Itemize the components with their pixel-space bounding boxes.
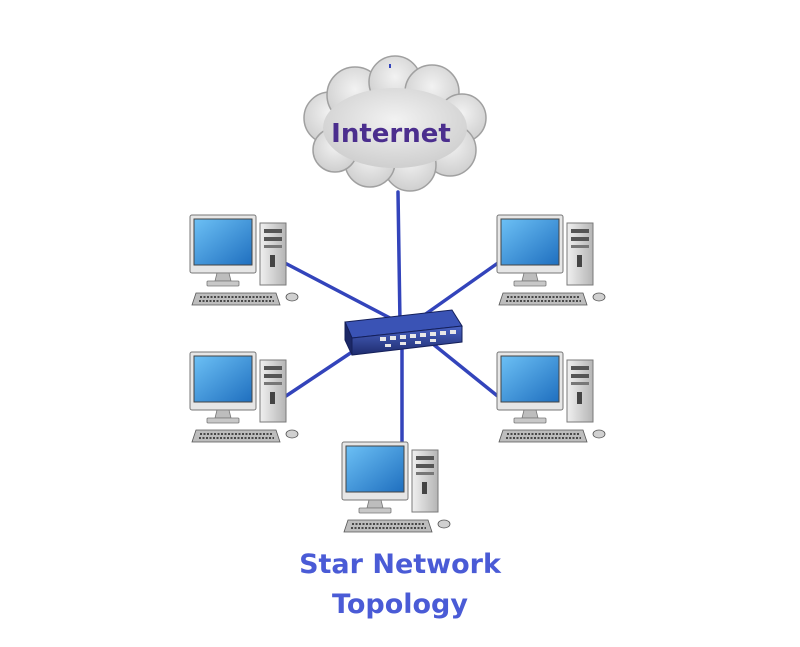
- cable-top-right: [418, 256, 507, 320]
- cable-top-left: [281, 260, 392, 320]
- computer-bottom-center: [341, 441, 451, 533]
- cable-internet: [396, 190, 402, 325]
- cable-bottom-right: [426, 338, 502, 400]
- network-switch: [344, 309, 463, 356]
- network-cables: [281, 190, 507, 452]
- diagram-title-line1: Star Network: [299, 549, 502, 580]
- computer-bottom-right: [496, 351, 606, 443]
- computer-top-right: [496, 214, 606, 306]
- internet-label: Internet: [331, 119, 451, 149]
- internet-cloud: Internet: [303, 55, 487, 192]
- computer-bottom-left: [189, 351, 299, 443]
- computer-top-left: [189, 214, 299, 306]
- diagram-title-line2: Topology: [332, 589, 468, 620]
